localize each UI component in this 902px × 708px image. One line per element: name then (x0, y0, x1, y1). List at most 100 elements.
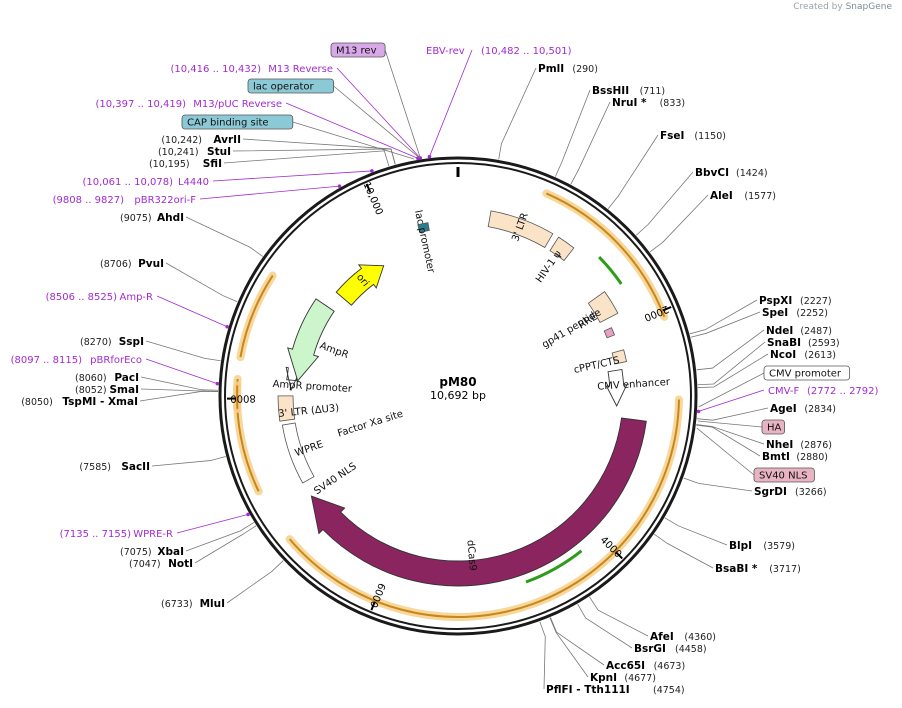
feature-tag-cmv-promoter[interactable]: CMV promoter (763, 365, 850, 381)
site-leader (635, 171, 694, 236)
restriction-site-r13[interactable]: BmtI(2880) (762, 451, 828, 463)
site-position: (4360) (684, 632, 716, 643)
label-dcas9: dCas9 (464, 540, 478, 572)
site-leader (550, 617, 605, 666)
primer-1[interactable]: M13 Reverse(10,416 .. 10,432) (171, 64, 334, 75)
restriction-site-l0[interactable]: AvrII(10,242) (161, 134, 241, 146)
site-name: StuI (207, 146, 231, 158)
label-factor-xa: Factor Xa site (336, 409, 404, 440)
site-position: (8270) (80, 337, 112, 348)
restriction-site-r16[interactable]: BsaBI *(3717) (715, 563, 801, 575)
primer-8[interactable]: CMV-F(2772 .. 2792) (768, 386, 879, 397)
site-name: BlpI (729, 540, 752, 552)
restriction-site-r10[interactable]: NcoI(2613) (770, 349, 836, 361)
backbone-outer-ring (218, 156, 698, 636)
restriction-site-r11[interactable]: AgeI(2834) (770, 403, 836, 415)
feature-tag-text: CAP binding site (187, 118, 269, 129)
site-name: NheI (766, 439, 793, 451)
restriction-site-r2[interactable]: NruI * (833) (612, 97, 685, 109)
restriction-site-l9[interactable]: SacII (7585) (79, 461, 150, 473)
site-position: (2227) (800, 296, 832, 307)
site-name: SacII (121, 461, 150, 473)
primer-name: M13/pUC Reverse (193, 99, 282, 110)
site-position: (2880) (796, 452, 828, 463)
restriction-site-l10[interactable]: XbaI(7075) (120, 546, 184, 558)
feature-tag-cap-binding-site[interactable]: CAP binding site (181, 114, 294, 130)
restriction-site-r5[interactable]: AleI(1577) (710, 190, 776, 202)
plasmid-name: pM80 (439, 375, 476, 389)
restriction-site-l7[interactable]: SmaI(8052) (75, 384, 139, 396)
site-position: (7585) (79, 462, 111, 473)
feature-tag-box (247, 78, 334, 94)
restriction-site-r14[interactable]: SgrDI(3266) (754, 486, 827, 498)
restriction-site-r8[interactable]: NdeI(2487) (766, 325, 832, 337)
restriction-site-l2[interactable]: SfiI(10,195) (149, 158, 222, 170)
restriction-site-r4[interactable]: BbvCI(1424) (695, 167, 768, 179)
restriction-site-r6[interactable]: PspXI(2227) (759, 295, 832, 307)
feature-ori (335, 264, 385, 306)
primer-0[interactable]: EBV-rev(10,482 .. 10,501) (426, 46, 572, 57)
restriction-site-r17[interactable]: AfeI (4360) (650, 631, 716, 643)
site-position: (2834) (804, 404, 836, 415)
site-position: (1424) (736, 168, 768, 179)
backbone-inner-ring (224, 162, 692, 630)
feature-tag-sv40-nls[interactable]: SV40 NLS (753, 467, 815, 483)
restriction-site-r18[interactable]: BsrGI(4458) (634, 643, 707, 655)
restriction-site-r19[interactable]: Acc65I(4673) (606, 660, 685, 672)
feature-tag-text: CMV promoter (769, 369, 842, 380)
primer-name: L4440 (178, 177, 209, 188)
site-name: AfeI (650, 631, 674, 643)
site-position: (2487) (800, 326, 832, 337)
highlight-arc (598, 256, 623, 285)
restriction-site-l3[interactable]: AhdI(9075) (120, 212, 184, 224)
restriction-site-r12[interactable]: NheI(2876) (766, 439, 832, 451)
restriction-site-l1[interactable]: StuI (10,241) (158, 146, 231, 158)
feature-tag-box (181, 114, 294, 130)
restriction-site-r0[interactable]: PmlI(290) (538, 63, 598, 75)
restriction-site-l11[interactable]: NotI(7047) (129, 558, 193, 570)
site-name: NcoI (770, 349, 796, 361)
site-leader (139, 390, 219, 402)
primer-range: (7135 .. 7155) (60, 529, 132, 540)
restriction-site-r15[interactable]: BlpI(3579) (729, 540, 795, 552)
plasmid-length: 10,692 bp (430, 389, 486, 402)
restriction-site-l8[interactable]: TspMI - XmaI(8050) (21, 396, 138, 408)
site-position: (8706) (100, 259, 132, 270)
primer-3[interactable]: L4440(10,061 .. 10,078) (83, 177, 210, 188)
feature-tag-lac-operator[interactable]: lac operator (247, 78, 334, 94)
primer-name: WPRE-R (133, 529, 173, 540)
restriction-site-l6[interactable]: PacI(8060) (75, 372, 139, 384)
site-position: (833) (660, 98, 686, 109)
highlight-arc (525, 549, 583, 584)
primer-2[interactable]: M13/pUC Reverse(10,397 .. 10,419) (96, 99, 283, 110)
feature-tag-ha[interactable]: HA (761, 419, 786, 435)
site-position: (10,241) (158, 147, 199, 158)
feature-tag-box (753, 467, 815, 483)
primer-range: (8097 .. 8115) (11, 355, 83, 366)
restriction-site-r3[interactable]: FseI(1150) (660, 130, 726, 142)
primer-4[interactable]: pBR322ori-F(9808 .. 9827) (53, 195, 197, 206)
restriction-site-r20[interactable]: KpnI(4677) (590, 672, 656, 684)
site-name: NotI (168, 558, 193, 570)
site-name: MluI (200, 598, 225, 610)
restriction-site-l5[interactable]: SspI(8270) (80, 336, 144, 348)
site-name: NruI * (612, 97, 647, 109)
restriction-site-l12[interactable]: MluI(6733) (161, 598, 225, 610)
primer-7[interactable]: WPRE-R(7135 .. 7155) (60, 529, 173, 540)
restriction-site-l4[interactable]: PvuI(8706) (100, 258, 164, 270)
restriction-site-r1[interactable]: BssHII(711) (592, 85, 665, 97)
site-name: FseI (660, 130, 684, 142)
site-name: BsrGI (634, 643, 666, 655)
site-name: SfiI (203, 158, 222, 170)
site-position: (2252) (796, 308, 828, 319)
tick-label: 8000 (230, 392, 256, 403)
primer-range: (9808 .. 9827) (53, 195, 125, 206)
primer-6[interactable]: pBRforEco(8097 .. 8115) (11, 355, 142, 366)
feature-tag-m13-rev[interactable]: M13 rev (330, 42, 386, 58)
restriction-site-r7[interactable]: SpeI(2252) (762, 307, 828, 319)
primer-5[interactable]: Amp-R(8506 .. 8525) (46, 292, 153, 303)
restriction-site-r9[interactable]: SnaBI(2593) (767, 337, 840, 349)
restriction-site-r21[interactable]: PflFI - Tth111I(4754) (546, 684, 685, 696)
label-sv40-nls-inner: SV40 NLS (312, 461, 358, 497)
